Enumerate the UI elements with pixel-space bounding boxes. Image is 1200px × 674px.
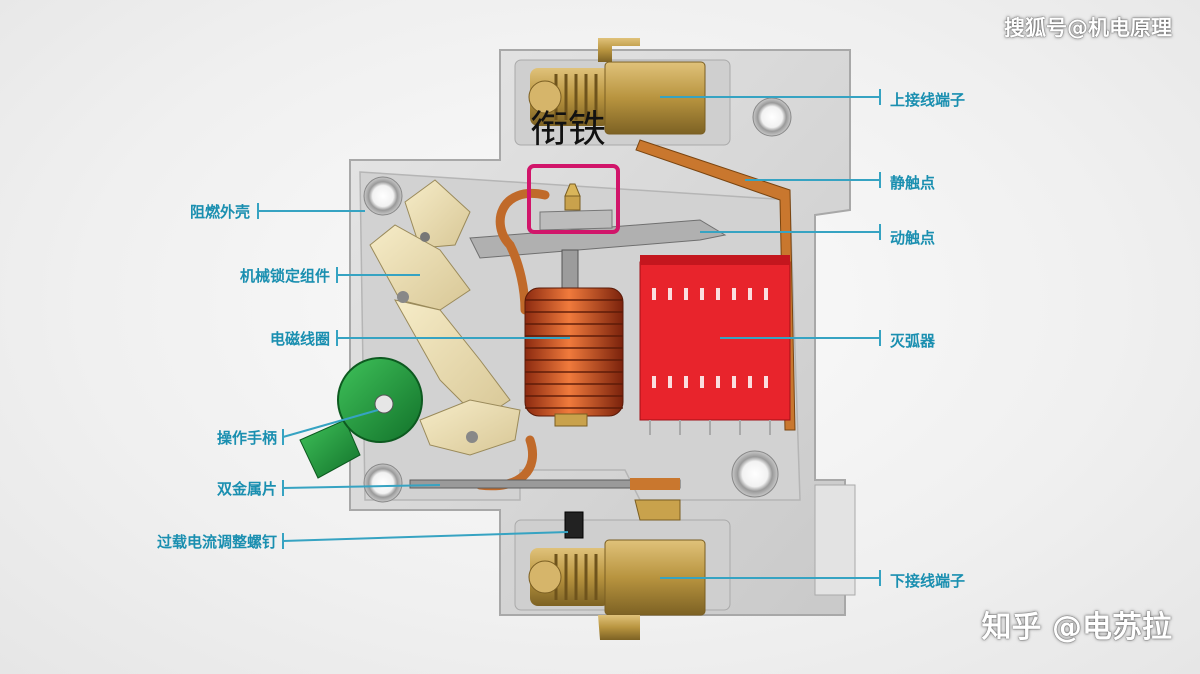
label-overload-screw: 过载电流调整螺钉	[156, 533, 277, 551]
moving-contact-arm	[469, 219, 727, 259]
armature	[539, 183, 613, 231]
armature-label: 衔铁	[530, 107, 607, 151]
operating-handle	[299, 357, 423, 479]
watermark-bottom: 知乎 @电苏拉	[981, 610, 1172, 645]
label-flame-retardant-housing: 阻燃外壳	[189, 203, 250, 221]
overload-adjust-screw	[564, 511, 584, 539]
upper-terminal	[528, 38, 706, 135]
mounting-holes	[363, 97, 792, 503]
label-handle: 操作手柄	[216, 429, 277, 447]
electromagnetic-coil	[524, 249, 624, 427]
label-static-contact: 静触点	[890, 174, 936, 192]
label-coil: 电磁线圈	[269, 330, 330, 348]
leader-lines	[257, 89, 881, 586]
bimetal-strip	[409, 478, 681, 490]
label-mechanical-lock: 机械锁定组件	[239, 267, 330, 285]
label-lower-terminal: 下接线端子	[890, 572, 966, 590]
label-moving-contact: 动触点	[890, 229, 936, 247]
armature-highlight-box	[527, 164, 620, 234]
arc-chute	[639, 255, 791, 435]
lower-terminal	[528, 499, 706, 640]
label-upper-terminal: 上接线端子	[890, 91, 966, 109]
mechanical-lock-assembly	[369, 179, 521, 456]
watermark-top: 搜狐号@机电原理	[1004, 16, 1172, 40]
label-bimetal: 双金属片	[216, 480, 277, 498]
static-contact-strip	[635, 139, 796, 431]
label-arc-chute: 灭弧器	[890, 332, 936, 350]
